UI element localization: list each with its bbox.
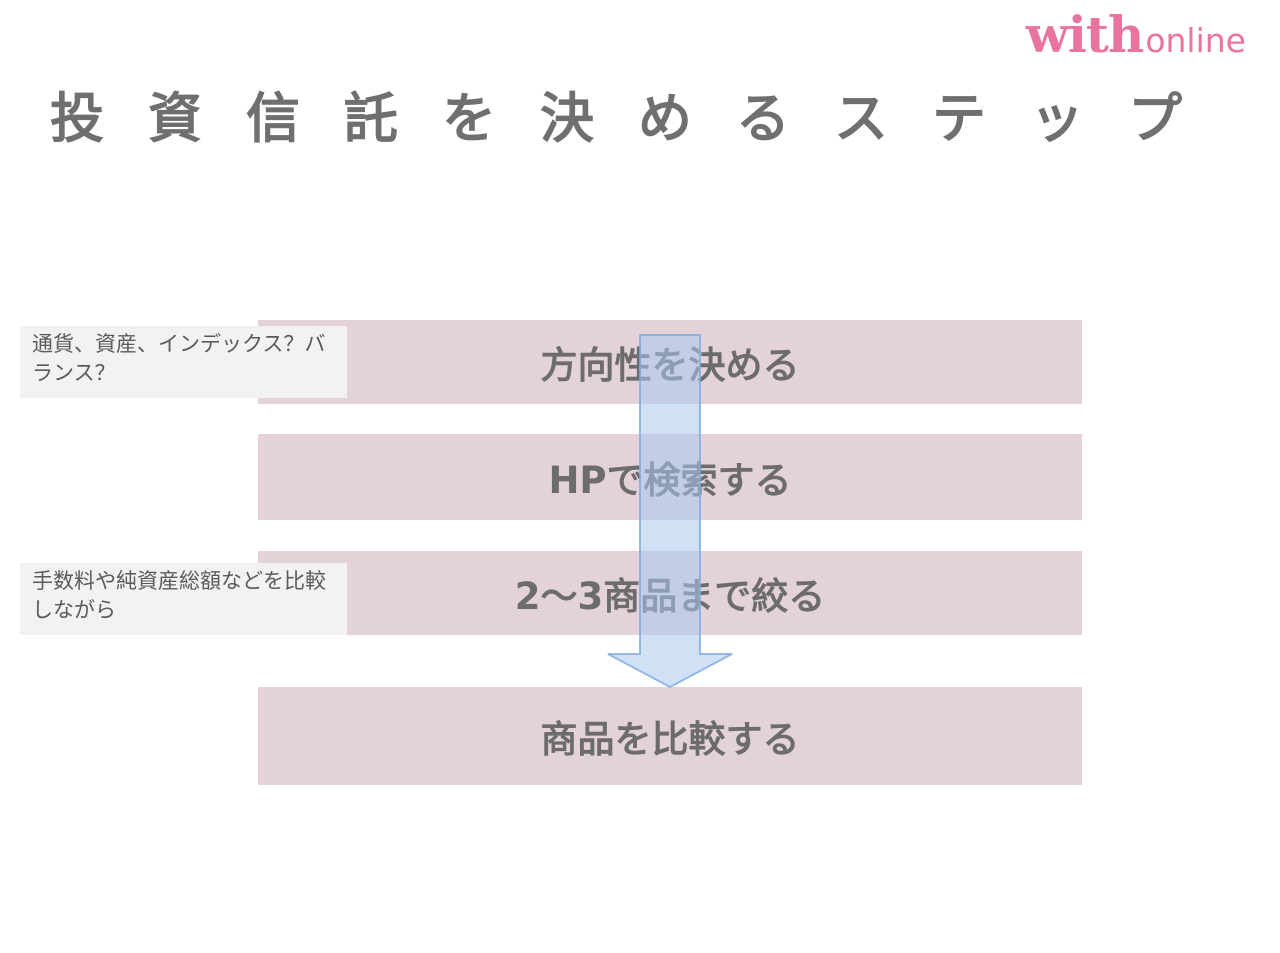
note-currency-asset: 通貨、資産、インデックス？バランス？ — [20, 326, 347, 398]
logo-brand: with — [1025, 5, 1144, 64]
step-1-box: 方向性を決める — [258, 320, 1082, 404]
step-2-box: HPで検索する — [258, 434, 1082, 520]
step-4-label: 商品を比較する — [540, 718, 800, 761]
note-fee-comparison: 手数料や純資産総額などを比較しながら — [20, 563, 347, 635]
step-3-box: 2〜3商品まで絞る — [258, 551, 1082, 635]
step-4-box: 商品を比較する — [258, 687, 1082, 785]
step-2-label: HPで検索する — [548, 459, 792, 502]
page-title: 投資信託を決めるステップ — [50, 87, 1226, 150]
logo-suffix: online — [1145, 21, 1246, 60]
step-3-label: 2〜3商品まで絞る — [514, 575, 826, 618]
with-online-logo: withonline — [1026, 10, 1246, 60]
step-1-label: 方向性を決める — [540, 344, 800, 387]
